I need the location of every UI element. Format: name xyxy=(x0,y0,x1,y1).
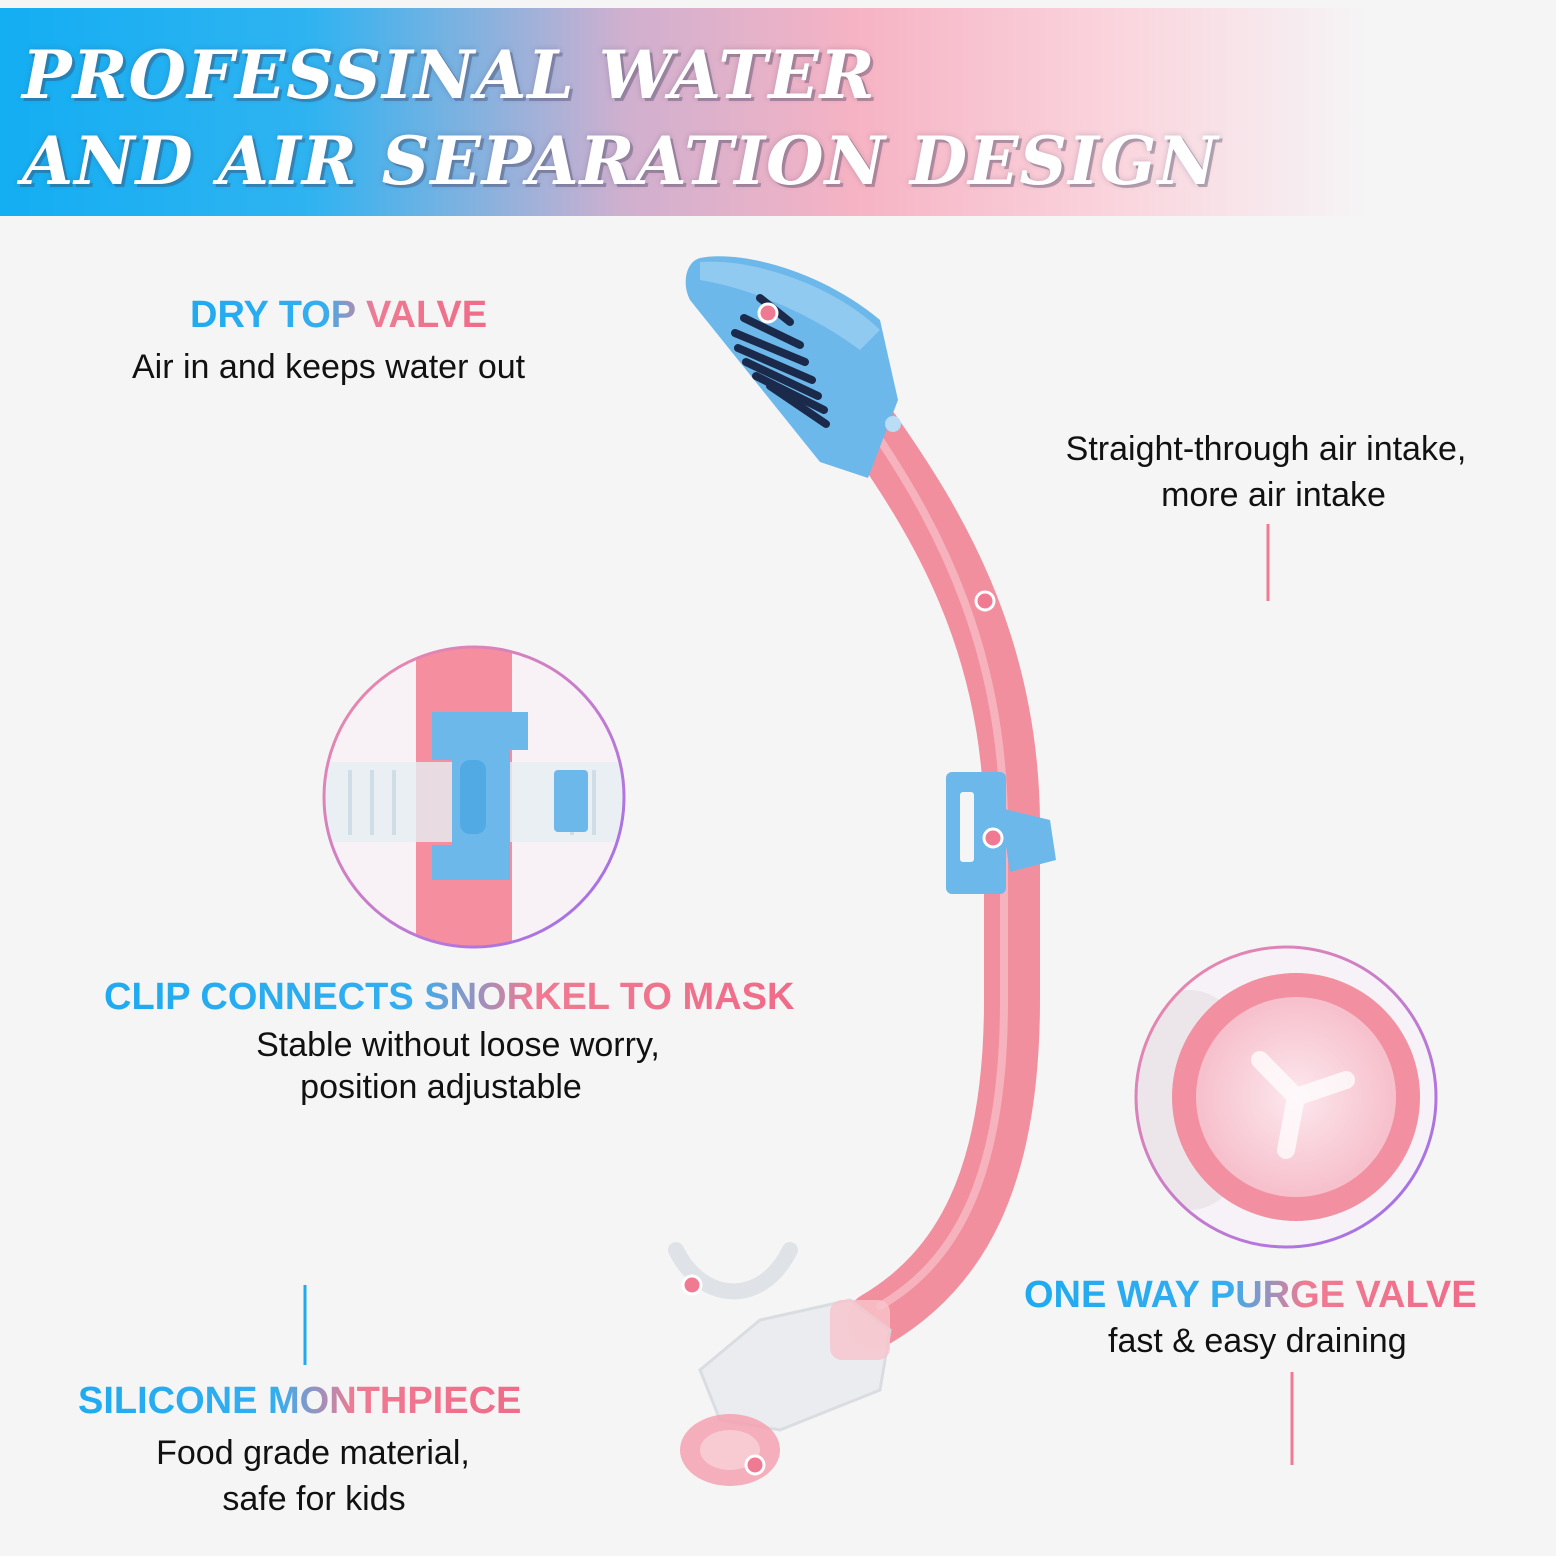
clip-closeup-inset xyxy=(322,645,626,949)
dry-top-valve-title: DRY TOP VALVE xyxy=(190,294,488,336)
dry-top-valve xyxy=(685,256,901,478)
callout-dry-top xyxy=(548,302,779,324)
callout-clip xyxy=(620,827,1004,849)
clip-title: CLIP CONNECTS SNORKEL TO MASK xyxy=(104,976,795,1018)
clip-desc-line1: Stable without loose worry, xyxy=(256,1026,660,1064)
clip-desc-line2: position adjustable xyxy=(300,1068,582,1106)
callout-purge xyxy=(744,1372,1294,1476)
callout-mouthpiece xyxy=(303,1274,703,1365)
dry-top-valve-desc: Air in and keeps water out xyxy=(132,348,526,386)
air-intake-desc-line1: Straight-through air intake, xyxy=(1065,430,1467,468)
purge-valve-title: ONE WAY PURGE VALVE xyxy=(1024,1274,1477,1316)
mouthpiece-title: SILICONE MONTHPIECE xyxy=(78,1380,522,1422)
banner-title-line1: PROFESSINAL WATER xyxy=(22,36,876,114)
air-intake-desc-line2: more air intake xyxy=(1161,476,1386,514)
banner-title-line2: AND AIR SEPARATION DESIGN xyxy=(22,122,1219,200)
callout-air-intake xyxy=(974,524,1270,612)
mask-clip xyxy=(946,772,1056,894)
mouthpiece-desc-line2: safe for kids xyxy=(222,1480,406,1518)
title-banner xyxy=(0,8,1556,216)
purge-valve-inset xyxy=(1134,945,1438,1249)
mouthpiece-desc-line1: Food grade material, xyxy=(156,1434,470,1472)
purge-valve-desc: fast & easy draining xyxy=(1108,1322,1407,1360)
mouthpiece-assembly xyxy=(668,1242,892,1486)
